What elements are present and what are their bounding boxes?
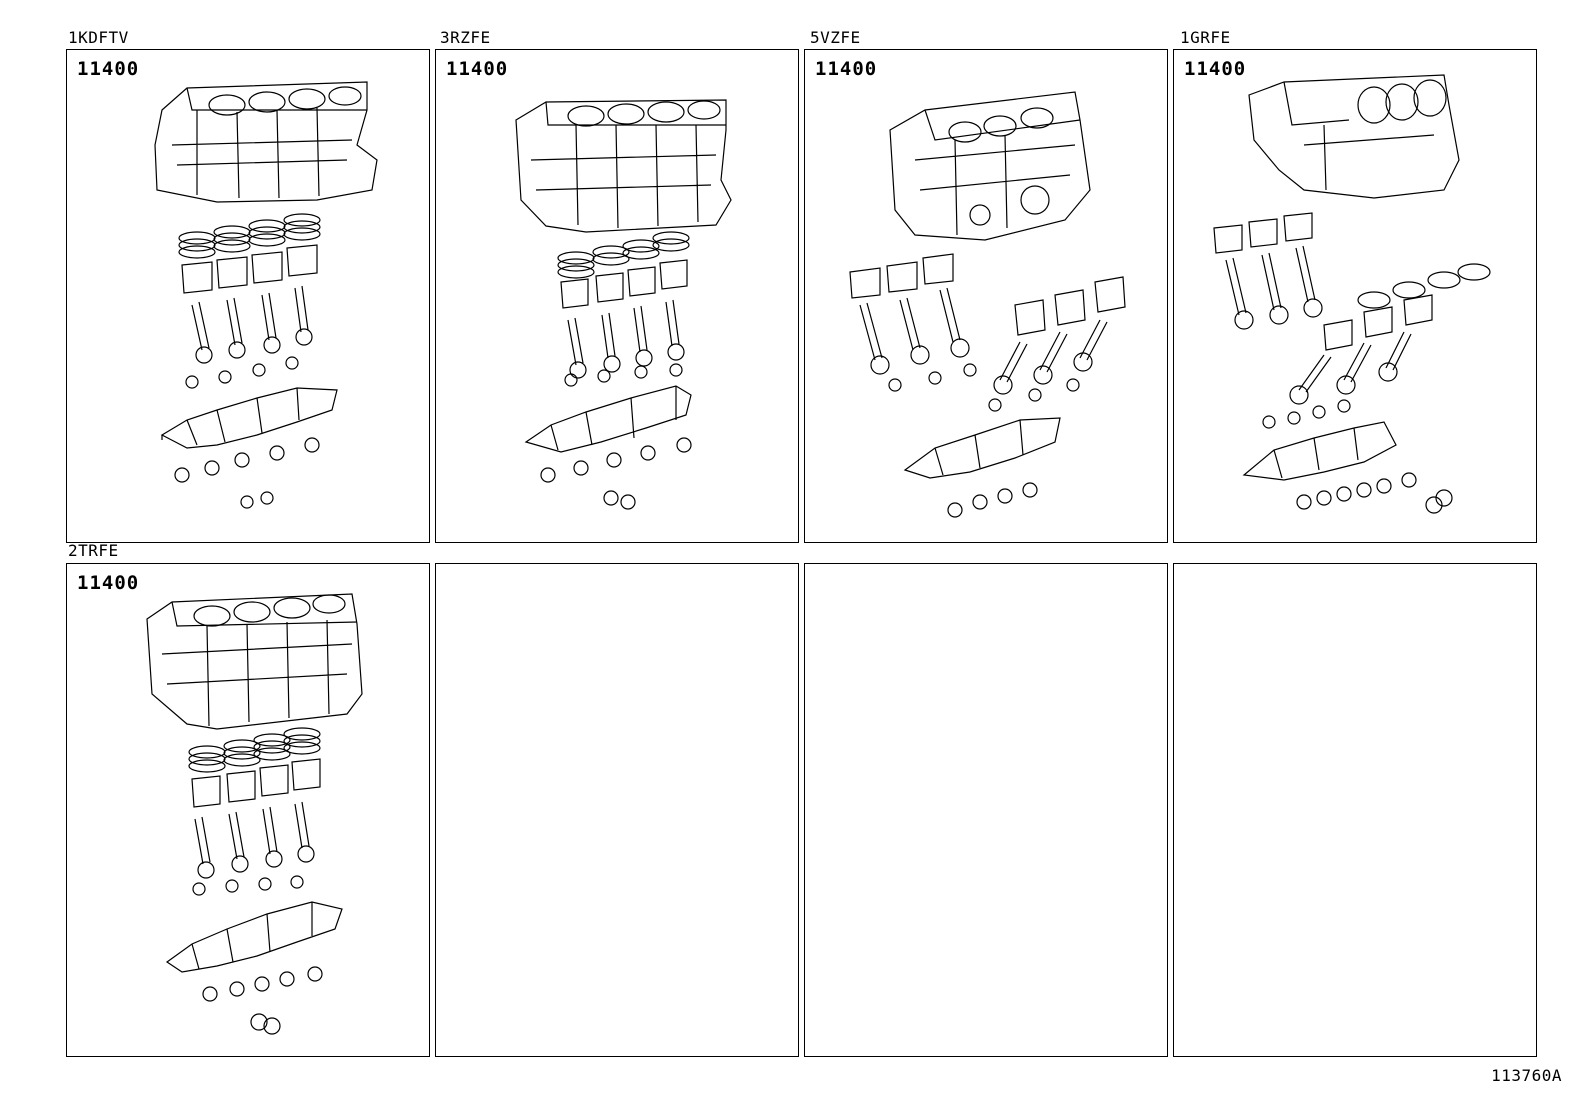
engine-block-assembly-illustration	[1213, 74, 1491, 514]
parts-panel-1kdftv[interactable]: 11400	[66, 49, 430, 543]
engine-label-1grfe: 1GRFE	[1180, 28, 1231, 47]
parts-panel-2trfe[interactable]: 11400	[66, 563, 430, 1057]
empty-panel	[804, 563, 1168, 1057]
part-number[interactable]: 11400	[77, 572, 140, 594]
engine-label-1kdftv: 1KDFTV	[68, 28, 129, 47]
engine-block-assembly-illustration	[146, 593, 363, 1035]
parts-panel-3rzfe[interactable]: 11400	[435, 49, 799, 543]
engine-label-5vzfe: 5VZFE	[810, 28, 861, 47]
parts-panel-1grfe[interactable]: 11400	[1173, 49, 1537, 543]
part-number[interactable]: 11400	[1184, 58, 1247, 80]
part-number[interactable]: 11400	[815, 58, 878, 80]
engine-block-assembly-illustration	[515, 99, 732, 510]
part-number[interactable]: 11400	[77, 58, 140, 80]
engine-label-2trfe: 2TRFE	[68, 541, 119, 560]
empty-panel	[435, 563, 799, 1057]
empty-panel	[1173, 563, 1537, 1057]
engine-block-assembly-illustration	[849, 91, 1126, 518]
engine-block-assembly-illustration	[154, 81, 378, 509]
part-number[interactable]: 11400	[446, 58, 509, 80]
engine-label-3rzfe: 3RZFE	[440, 28, 491, 47]
illustration-code: 113760A	[1491, 1066, 1562, 1085]
parts-panel-5vzfe[interactable]: 11400	[804, 49, 1168, 543]
